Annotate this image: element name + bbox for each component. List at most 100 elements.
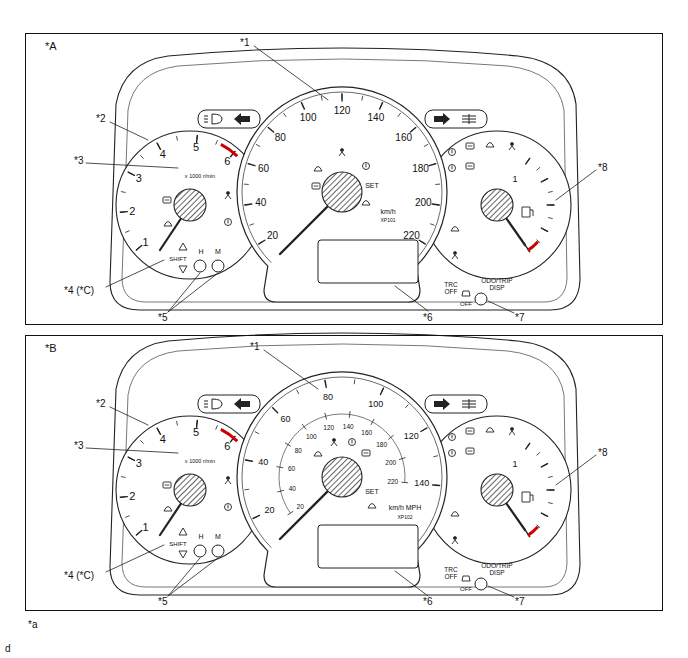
warning-icon — [228, 505, 229, 508]
warning-icon — [225, 504, 232, 511]
fuel-number: 1 — [512, 175, 517, 185]
speedometer-bezel — [237, 87, 447, 302]
scale-tick — [430, 224, 434, 225]
scale-tick — [349, 411, 351, 417]
switch-label: M — [215, 248, 221, 256]
scale-tick — [128, 172, 132, 174]
scale-tick — [406, 405, 409, 408]
tachometer-number: 6 — [224, 155, 230, 167]
warning-icon — [452, 451, 453, 454]
callout-number: *1 — [240, 37, 249, 48]
scale-tick — [399, 458, 405, 460]
scale-tick — [157, 143, 159, 147]
speed-number: 200 — [415, 197, 432, 208]
leader-line — [106, 260, 164, 287]
scale-tick — [436, 485, 440, 486]
unit-label: km/h MPH — [389, 504, 422, 512]
indicator-window — [198, 110, 260, 128]
shift-label: SHIFT — [169, 256, 186, 263]
scale-tick — [128, 457, 132, 459]
callout-number: *1 — [250, 341, 259, 352]
scale-tick — [422, 242, 425, 244]
needle-hub — [481, 189, 513, 221]
scale-tick — [196, 135, 197, 139]
skid-icon — [462, 576, 470, 581]
scale-tick — [321, 96, 323, 100]
indicator-window — [425, 395, 487, 413]
leader-line — [168, 558, 218, 596]
scale-tick — [544, 464, 548, 466]
warning-icon — [340, 148, 343, 151]
speed-number: 220 — [403, 230, 420, 241]
warning-icon — [164, 507, 172, 512]
scale-tick — [120, 496, 127, 498]
speedometer-bezel — [242, 92, 442, 263]
speed-number-inner: 100 — [306, 433, 317, 440]
leader-line — [254, 46, 328, 100]
inner-scale — [279, 414, 405, 513]
scale-tick — [248, 164, 255, 166]
warning-icon — [510, 142, 513, 145]
scale-tick — [259, 242, 262, 244]
warning-icon — [486, 428, 494, 433]
turn-signal-icon — [434, 113, 450, 125]
tachometer-number: 5 — [193, 141, 199, 153]
tachometer-number: 3 — [136, 172, 142, 184]
scale-tick — [527, 158, 529, 161]
scale-tick — [421, 428, 427, 432]
warning-icon — [468, 431, 472, 432]
speed-number: 100 — [300, 112, 317, 123]
scale-tick — [541, 228, 547, 231]
instrument-cluster — [110, 333, 580, 595]
scale-tick — [424, 144, 427, 146]
scale-tick — [548, 191, 552, 193]
model-code: XP102 — [397, 515, 412, 521]
scale-tick — [413, 127, 416, 130]
scale-tick — [120, 496, 124, 497]
scale-tick — [302, 424, 306, 429]
scale-tick — [278, 490, 284, 491]
beam-icon — [462, 114, 476, 124]
leader-line — [86, 448, 178, 453]
leader-line — [86, 163, 178, 168]
scale-tick — [268, 127, 273, 132]
needle-hub — [481, 474, 513, 506]
warning-icon — [225, 195, 231, 199]
scale-tick — [547, 204, 554, 205]
switch-button — [194, 260, 206, 272]
leader-line — [168, 273, 200, 312]
callout-number: *8 — [598, 162, 607, 173]
warning-icon — [509, 146, 515, 150]
tachometer-number: 4 — [160, 433, 166, 445]
cluster-housing — [110, 48, 580, 310]
speed-number: 20 — [264, 506, 274, 516]
warning-icon — [510, 427, 513, 430]
switch-label: ODO/TRIP DISP — [478, 277, 516, 291]
scale-tick — [436, 184, 440, 185]
scale-tick — [325, 380, 326, 387]
callout-number: *7 — [515, 596, 524, 607]
warning-icon — [349, 439, 356, 446]
scale-tick — [245, 204, 249, 206]
scale-tick — [245, 459, 249, 461]
tachometer-number: 4 — [160, 148, 166, 160]
switch-button — [475, 293, 487, 305]
scale-tick — [255, 432, 259, 434]
warning-icon — [452, 150, 453, 153]
scale-tick — [537, 452, 540, 455]
scale-tick — [548, 476, 552, 478]
warning-icon — [466, 143, 474, 149]
scale-tick — [196, 420, 197, 424]
scale-tick — [157, 428, 159, 432]
scale-tick — [380, 388, 383, 394]
scale-tick — [141, 441, 144, 444]
warning-icon — [466, 428, 474, 434]
warning-icon — [452, 540, 458, 544]
scale-tick — [136, 245, 141, 249]
tachometer-number: 2 — [129, 490, 135, 502]
leader-line — [556, 170, 596, 200]
warning-icon — [468, 166, 472, 167]
callout-number: *2 — [96, 113, 105, 124]
